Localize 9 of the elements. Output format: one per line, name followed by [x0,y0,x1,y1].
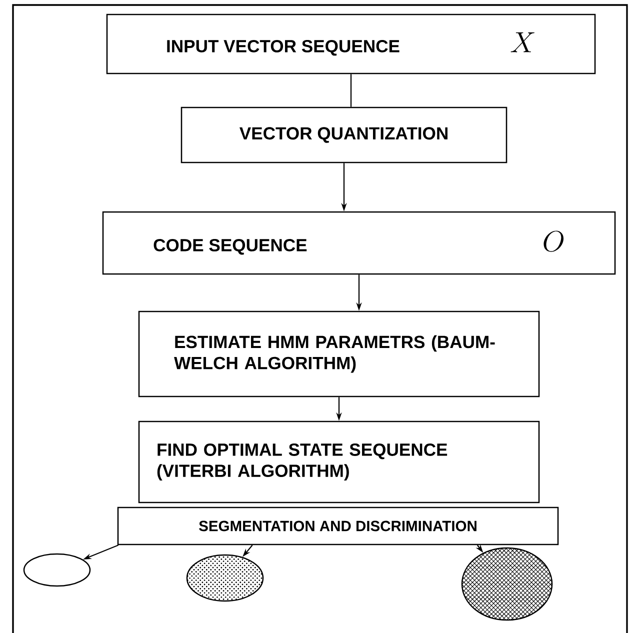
process-box: CODE SEQUENCE $O$ [102,211,616,275]
ellipse [461,547,553,621]
process-box: SEGMENTATION AND DISCRIMINATION [117,506,559,546]
process-box: FIND OPTIMAL STATE SEQUENCE (VITERBI ALGORITHM) [138,420,540,504]
ellipse [23,553,91,587]
ellipse [186,554,264,602]
process-box: INPUT VECTOR SEQUENCE $X$ [106,14,596,74]
process-box: VECTOR QUANTIZATION [180,106,508,164]
process-box: ESTIMATE HMM PARAMETRS (BAUM-WELCH ALGORITHM) [138,310,540,398]
